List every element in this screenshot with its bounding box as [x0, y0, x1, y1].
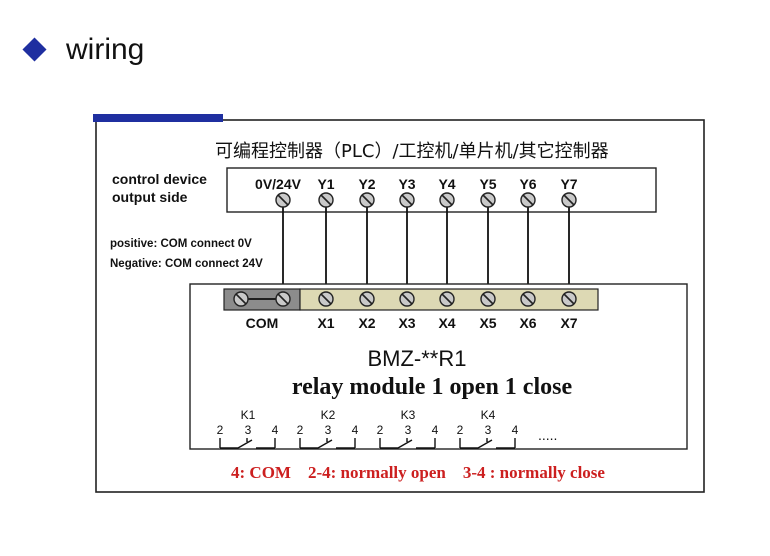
controller-screw-slots — [277, 194, 575, 206]
module-terminal-label: X4 — [438, 315, 455, 331]
module-terminal-labels: COM X1 X2 X3 X4 X5 X6 X7 — [246, 315, 578, 331]
screw-slot — [320, 293, 332, 305]
screw-slot — [522, 194, 534, 206]
controller-terminal-label: Y5 — [479, 176, 496, 192]
relay-pin-label: 2 — [217, 423, 224, 437]
controller-terminal-label: Y6 — [519, 176, 536, 192]
relay-label: K2 — [321, 408, 336, 422]
screw-slot — [401, 293, 413, 305]
note-negative: Negative: COM connect 24V — [110, 258, 263, 270]
relay-pin-label: 4 — [432, 423, 439, 437]
controller-terminal-label: Y7 — [560, 176, 577, 192]
relay-pin-label: 3 — [325, 423, 332, 437]
screw-slot — [482, 194, 494, 206]
relay-contact-k3 — [379, 438, 436, 449]
relay-labels: K1 K2 K3 K4 — [241, 408, 496, 422]
relay-contact-k4 — [459, 438, 516, 449]
module-terminal-label: X6 — [519, 315, 536, 331]
accent-bar — [93, 114, 223, 122]
relay-pin-label: 3 — [405, 423, 412, 437]
relay-label: K1 — [241, 408, 256, 422]
controller-title: 可编程控制器（PLC）/工控机/单片机/其它控制器 — [215, 141, 609, 162]
screw-slot — [361, 293, 373, 305]
screw-slot — [482, 293, 494, 305]
screw-slot — [563, 194, 575, 206]
slide-title: wiring — [66, 33, 145, 66]
module-terminal-label: X5 — [479, 315, 496, 331]
relay-pin-label: 3 — [485, 423, 492, 437]
screw-slot — [277, 194, 289, 206]
module-terminal-label: X7 — [560, 315, 577, 331]
screw-slot — [441, 293, 453, 305]
controller-terminal-label: 0V/24V — [255, 176, 302, 192]
screw-slot — [401, 194, 413, 206]
relay-pin-label: 3 — [245, 423, 252, 437]
screw-slot — [235, 293, 247, 305]
screw-slot — [320, 194, 332, 206]
note-positive: positive: COM connect 0V — [110, 238, 252, 250]
relay-pin-label: 2 — [297, 423, 304, 437]
module-terminal-label: X3 — [398, 315, 415, 331]
relay-contact-k1 — [219, 438, 276, 449]
screw-slot — [277, 293, 289, 305]
relay-module-box — [189, 283, 688, 450]
relay-contact-k2 — [299, 438, 356, 449]
screw-slot — [563, 293, 575, 305]
screw-slot — [441, 194, 453, 206]
module-terminal-label: X2 — [358, 315, 375, 331]
module-screw-slots — [235, 293, 575, 305]
controller-terminal-label: Y4 — [438, 176, 455, 192]
relay-pin-label: 2 — [377, 423, 384, 437]
controller-terminal-labels: 0V/24V Y1 Y2 Y3 Y4 Y5 Y6 Y7 — [255, 176, 578, 192]
connection-wires — [282, 200, 570, 299]
module-model: BMZ-**R1 — [367, 346, 466, 371]
screw-slot — [522, 293, 534, 305]
relay-pin-label: 2 — [457, 423, 464, 437]
controller-terminal-label: Y1 — [317, 176, 334, 192]
module-terminal-label: X1 — [317, 315, 334, 331]
relay-pin-label: 4 — [272, 423, 279, 437]
module-terminal-label: COM — [246, 315, 279, 331]
controller-side-label-line2: output side — [112, 189, 188, 205]
relay-label: K3 — [401, 408, 416, 422]
more-relays-ellipsis: ..... — [538, 427, 557, 443]
relay-contact-symbols — [219, 438, 516, 449]
controller-side-label-line1: control device — [112, 171, 207, 187]
relay-label: K4 — [481, 408, 496, 422]
controller-terminal-label: Y2 — [358, 176, 375, 192]
module-description: relay module 1 open 1 close — [292, 374, 573, 400]
module-screws — [233, 291, 577, 307]
relay-pin-label: 4 — [512, 423, 519, 437]
relay-pin-labels: 2 3 4 2 3 4 2 3 4 2 3 4 — [217, 423, 519, 437]
relay-pin-label: 4 — [352, 423, 359, 437]
screw-slot — [361, 194, 373, 206]
contact-legend: 4: COM 2-4: normally open 3-4 : normally… — [231, 463, 605, 482]
controller-terminal-label: Y3 — [398, 176, 415, 192]
